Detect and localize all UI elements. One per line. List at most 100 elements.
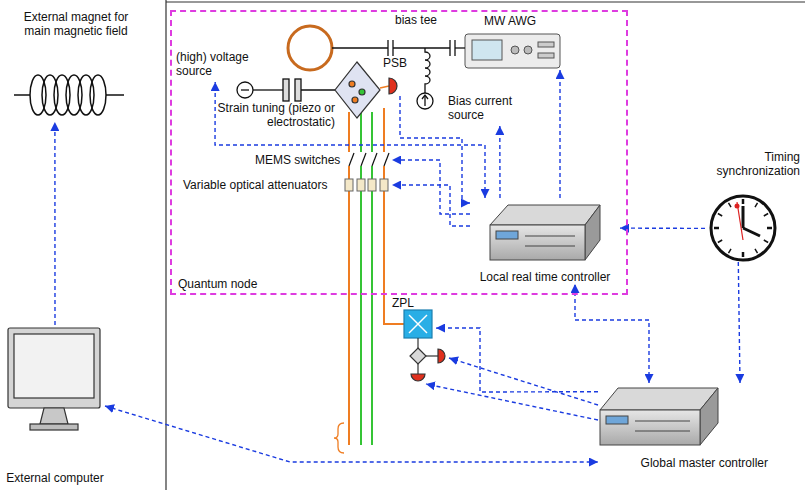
controller-device-part	[600, 410, 700, 445]
mems-switches-part	[345, 152, 388, 166]
clock-tick	[742, 252, 745, 257]
mems-switches-part	[384, 153, 389, 166]
computer-icon-part	[14, 334, 94, 398]
controller-device-part	[635, 421, 690, 422]
zpl-switch	[404, 310, 432, 338]
microwave-circuit-part	[393, 47, 450, 48]
node-label: Local real time controller	[470, 270, 620, 284]
computer-icon-part	[40, 408, 68, 424]
microwave-circuit-part	[424, 96, 425, 106]
sample-chip-part	[359, 89, 365, 95]
clock-tick	[755, 203, 758, 207]
microwave-circuit	[288, 26, 465, 109]
strain-setup	[237, 79, 335, 101]
controller-device-part	[635, 431, 690, 432]
control-link	[392, 160, 470, 214]
controller-device-part	[525, 246, 575, 247]
controller-device	[490, 205, 600, 260]
awg-node: MW AWG	[455, 14, 565, 70]
clock-tick	[729, 249, 732, 253]
detector-links-part	[449, 358, 598, 405]
strain-setup-part	[253, 89, 283, 90]
node-label: Timing synchronization	[705, 150, 800, 178]
bias-inductor	[425, 48, 430, 93]
frame-line	[166, 1, 805, 2]
controller-device-part	[525, 236, 575, 237]
sample-chip	[335, 62, 397, 118]
detector-node: PSB	[383, 56, 412, 96]
microwave-circuit-part	[455, 47, 465, 48]
piezo-plate	[295, 79, 301, 101]
clock-icon-part	[742, 206, 745, 228]
mems-switches	[345, 152, 389, 166]
current-source	[417, 93, 433, 109]
psb-detector	[389, 78, 397, 94]
attenuator-node: Variable optical attenuators	[180, 176, 392, 194]
switch-node: MEMS switches	[255, 151, 392, 169]
magnet-coil	[14, 75, 124, 115]
clock-tick	[764, 240, 768, 243]
magnet-coil-part	[14, 94, 30, 96]
computer-node: External computer	[5, 325, 105, 485]
zpl-optics-part	[409, 315, 427, 333]
awg-device-part	[465, 34, 560, 68]
clock-tick	[718, 214, 722, 217]
mems-switches-part	[372, 153, 377, 166]
zpl-node: ZPL	[392, 296, 436, 340]
piezo-plate	[283, 79, 289, 101]
node-label: Bias current source	[448, 94, 523, 122]
clock-tick	[755, 249, 758, 253]
optical-fibers	[334, 108, 404, 453]
sample-chip-part	[352, 97, 358, 103]
clock-tick	[729, 203, 732, 207]
node-label: ZPL	[392, 296, 436, 310]
microwave-circuit-part	[422, 95, 428, 99]
control-link	[436, 328, 598, 392]
control-link	[54, 122, 55, 325]
strain-setup-part	[241, 89, 249, 90]
awg-device-part	[538, 42, 554, 47]
control-link	[105, 406, 598, 462]
zpl-optics	[404, 310, 445, 381]
controller-device-part	[490, 205, 600, 225]
node-label: Global master controller	[598, 456, 768, 470]
sample-chip-part	[380, 86, 389, 88]
strain-setup-part	[301, 89, 335, 90]
mems-switches-part	[361, 153, 366, 166]
magnet-coil-part	[106, 94, 124, 96]
clock-tick	[718, 240, 722, 243]
zpl-optics-part	[417, 338, 418, 348]
frame-line	[165, 0, 166, 490]
node-label: MEMS switches	[255, 153, 392, 167]
controller-device-part	[585, 205, 600, 260]
mw-ring	[288, 26, 332, 70]
mems-switches-part	[349, 153, 354, 166]
awg-device-part	[538, 53, 554, 58]
microwave-circuit-part	[332, 47, 388, 48]
controller-device-part	[606, 416, 628, 424]
controller-node: Local real time controller	[470, 198, 620, 284]
awg-device-part	[524, 46, 532, 54]
optical-attenuators-part	[368, 179, 376, 191]
zpl-optics-part	[409, 315, 427, 333]
detector	[438, 349, 445, 363]
microwave-circuit-part	[387, 40, 388, 56]
control-link	[620, 227, 705, 229]
optical-attenuators-part	[345, 179, 353, 191]
awg-device-part	[511, 46, 519, 54]
control-link	[738, 262, 740, 383]
control-link	[559, 70, 560, 198]
optical-attenuators-part	[357, 179, 365, 191]
computer-icon-part	[30, 424, 78, 430]
voltage-source-node: (high) voltage source	[176, 50, 256, 82]
controller-device-part	[490, 225, 585, 260]
controller-device-part	[496, 231, 518, 239]
current-source-node: Bias current source	[448, 94, 523, 126]
node-label: PSB	[383, 56, 412, 70]
voltage-source-symbol	[237, 82, 253, 98]
beam-splitter	[410, 348, 426, 364]
clock-tick	[764, 214, 768, 217]
